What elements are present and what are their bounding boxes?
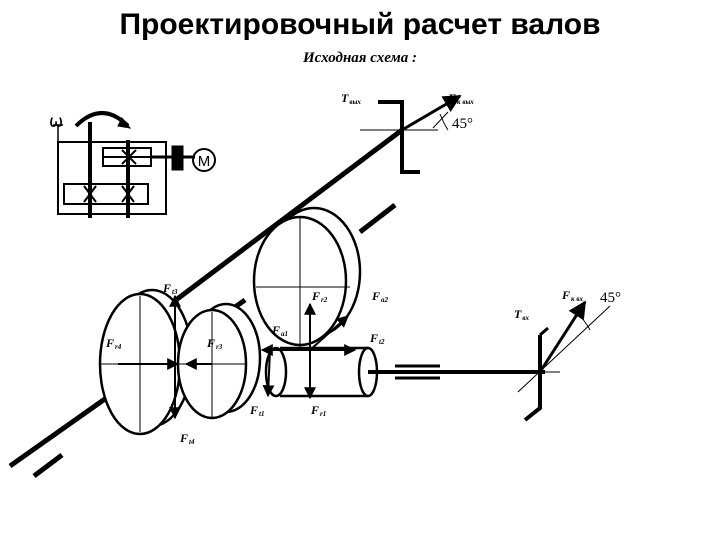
input-load-symbol xyxy=(517,300,611,422)
label-fr3: Fr3 xyxy=(206,336,223,351)
label-fr1: Fr1 xyxy=(310,403,326,418)
page-title: Проектировочный расчет валов xyxy=(119,8,601,41)
gear-3 xyxy=(176,302,262,420)
angle-output: 45° xyxy=(452,116,473,132)
label-t-in: Tвх xyxy=(514,307,529,322)
label-fr4: Fr4 xyxy=(105,336,122,351)
label-fk-in: Fк вх xyxy=(561,288,583,303)
gearbox-housing xyxy=(57,141,167,215)
label-t-out: Tвых xyxy=(341,91,361,106)
angle-input: 45° xyxy=(600,290,621,306)
omega-symbol: ω xyxy=(49,112,63,132)
motor-label: M xyxy=(198,153,211,170)
kinematic-sketch: ω M xyxy=(49,111,216,218)
label-ft2: Ft2 xyxy=(369,331,385,346)
output-load-symbol xyxy=(360,94,462,174)
coupling-icon xyxy=(171,145,184,171)
gear-pair-lower xyxy=(63,183,149,205)
gear-2 xyxy=(252,206,362,350)
label-fr2: Fr2 xyxy=(311,289,328,304)
force-arrows xyxy=(118,294,357,420)
force-labels: Tвых Fк вых 45° Fк вх 45° Tвх Ft3 Fr4 Fr… xyxy=(105,91,621,446)
label-fa2: Fa2 xyxy=(371,289,389,304)
label-ft4: Ft4 xyxy=(179,431,195,446)
label-fk-out: Fк вых xyxy=(447,91,474,106)
label-ft3: Ft3 xyxy=(162,281,178,296)
motor-icon xyxy=(192,148,216,172)
label-ft1: Ft1 xyxy=(249,403,264,418)
input-shaft-line xyxy=(368,364,545,380)
label-fa1: Fa1 xyxy=(271,323,288,338)
page-subtitle: Исходная схема : xyxy=(302,50,418,66)
gear-1-pinion xyxy=(264,346,379,398)
